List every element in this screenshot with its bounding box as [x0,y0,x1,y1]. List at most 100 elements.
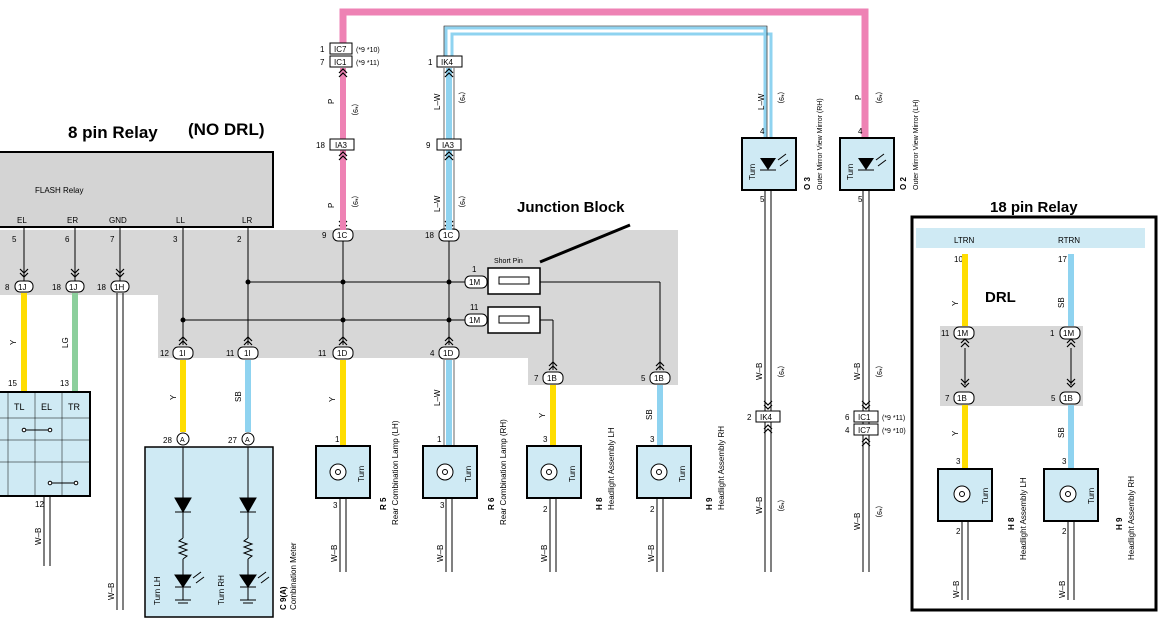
svg-text:1H: 1H [114,283,124,292]
svg-text:IC1: IC1 [334,58,347,67]
svg-text:11: 11 [470,303,479,312]
svg-text:EL: EL [41,402,52,412]
junction-dots [180,279,452,323]
svg-text:IK4: IK4 [441,58,454,67]
svg-text:13: 13 [60,379,69,388]
svg-text:3: 3 [173,235,178,244]
svg-text:O 2: O 2 [899,177,908,190]
svg-text:18: 18 [97,283,106,292]
top-connectors: IC7 1 (*9 *10) IC1 7 (*9 *11) IK4 1 IA3 … [316,42,463,161]
svg-text:H 9: H 9 [705,497,714,510]
svg-text:O 3: O 3 [803,177,812,190]
svg-text:L–W: L–W [757,93,766,110]
svg-text:3: 3 [956,457,961,466]
left-connectors: 1J 1J 1H 8 18 18 [5,268,130,293]
svg-text:1D: 1D [443,349,453,358]
svg-text:A: A [180,437,185,444]
svg-text:1M: 1M [1063,329,1074,338]
svg-text:(*9): (*9) [875,92,882,103]
svg-text:11: 11 [226,349,235,358]
svg-text:IA3: IA3 [442,141,455,150]
svg-text:Turn RH: Turn RH [217,575,226,605]
svg-text:Short Pin: Short Pin [494,258,523,265]
junction-callout: Junction Block [517,199,625,216]
svg-text:Outer Mirror View Mirror (RH): Outer Mirror View Mirror (RH) [817,98,824,190]
svg-text:C 9(A): C 9(A) [279,586,288,610]
svg-text:Headlight Assembly RH: Headlight Assembly RH [1127,476,1136,560]
svg-text:L–W: L–W [433,389,442,406]
svg-text:RTRN: RTRN [1058,236,1080,245]
svg-text:1I: 1I [244,349,251,358]
svg-text:1C: 1C [337,231,347,240]
svg-text:2: 2 [650,505,655,514]
svg-text:(*9): (*9) [777,92,784,103]
svg-text:SB: SB [1057,427,1066,438]
svg-text:IK4: IK4 [760,413,773,422]
svg-text:W–B: W–B [107,583,116,600]
svg-text:Y: Y [538,412,547,418]
pin-name-el: EL [17,216,27,225]
svg-text:Turn: Turn [464,466,473,482]
svg-text:(*9 *10): (*9 *10) [882,428,906,435]
svg-text:IC7: IC7 [858,426,871,435]
svg-text:1B: 1B [654,374,664,383]
lamp-wires: Y SB Y L–W Y SB [169,360,663,446]
relay-pin-numbers: 5 6 7 3 2 [12,235,242,244]
svg-text:Turn: Turn [846,164,855,180]
svg-text:17: 17 [1058,255,1067,264]
svg-text:W–B: W–B [853,513,862,530]
svg-text:1J: 1J [69,283,77,292]
svg-text:Turn: Turn [678,466,687,482]
svg-text:3: 3 [333,501,338,510]
svg-text:18: 18 [52,283,61,292]
svg-text:2: 2 [543,505,548,514]
svg-text:Turn: Turn [748,164,757,180]
svg-text:L–W: L–W [433,195,442,212]
svg-text:R 6: R 6 [487,497,496,510]
svg-text:7: 7 [534,374,539,383]
svg-text:27: 27 [228,436,237,445]
relay8-callout: 8 pin Relay [68,123,158,142]
svg-text:1M: 1M [469,316,480,325]
svg-text:1B: 1B [547,374,557,383]
svg-text:3: 3 [543,435,548,444]
svg-text:Outer Mirror View Mirror (LH): Outer Mirror View Mirror (LH) [913,100,920,191]
junction-block: Junction Block 1C 9 1C 18 Short Pin 1M 1… [322,199,660,334]
svg-text:Y: Y [9,339,18,345]
svg-text:11: 11 [318,349,327,358]
svg-text:(*9): (*9) [351,196,358,207]
junction-lower-connectors: 1I 12 1I 11 1D 11 1D 4 1B 7 1B 5 [160,336,671,385]
pin-name-er: ER [67,216,78,225]
svg-text:1M: 1M [469,278,480,287]
svg-text:SB: SB [645,409,654,420]
svg-text:Turn: Turn [568,466,577,482]
svg-text:DRL: DRL [985,289,1016,306]
svg-text:Turn LH: Turn LH [153,576,162,605]
svg-text:5: 5 [858,195,863,204]
svg-text:IA3: IA3 [335,141,348,150]
svg-text:SB: SB [1057,297,1066,308]
svg-text:1D: 1D [337,349,347,358]
svg-text:12: 12 [35,500,44,509]
svg-text:(*9): (*9) [351,104,358,115]
svg-text:1J: 1J [18,283,26,292]
svg-text:(*9): (*9) [777,500,784,511]
svg-text:Turn: Turn [981,488,990,504]
svg-text:6: 6 [65,235,70,244]
svg-text:3: 3 [650,435,655,444]
svg-text:12: 12 [160,349,169,358]
junction-block-area [0,230,678,385]
svg-text:5: 5 [12,235,17,244]
svg-text:Rear Combination Lamp (RH): Rear Combination Lamp (RH) [499,419,508,525]
svg-text:P: P [327,99,336,104]
svg-text:3: 3 [1062,457,1067,466]
svg-text:Rear Combination Lamp (LH): Rear Combination Lamp (LH) [391,420,400,525]
svg-text:4: 4 [845,426,850,435]
svg-text:7: 7 [110,235,115,244]
svg-text:SB: SB [234,391,243,402]
nodrl-callout: (NO DRL) [188,120,264,139]
svg-text:4: 4 [760,127,765,136]
svg-text:(*9): (*9) [458,92,465,103]
svg-text:Headlight Assembly LH: Headlight Assembly LH [607,427,616,510]
